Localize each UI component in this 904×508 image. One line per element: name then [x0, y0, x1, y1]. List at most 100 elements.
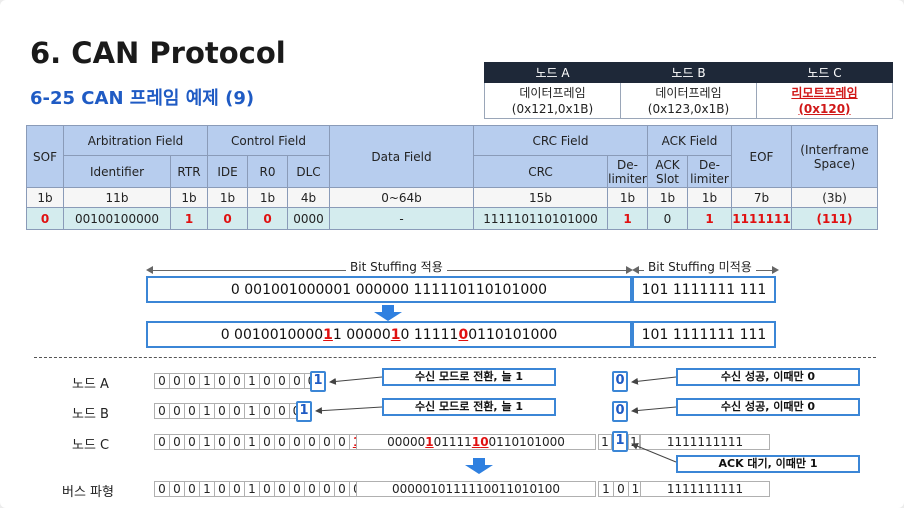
bit-cell: 0: [229, 434, 244, 450]
crc-part: 0110101000: [488, 435, 565, 449]
page-title: 6. CAN Protocol: [30, 36, 286, 70]
value-cell: 0: [647, 207, 688, 230]
crc-stuff-bit: 1: [471, 435, 481, 449]
node-a-header: 노드 A: [484, 62, 621, 83]
after-stuffing-tail-box: 101 1111111 111: [632, 321, 776, 348]
stuff-bit: 1: [390, 326, 401, 343]
node-a-label: 노드 A: [72, 377, 109, 392]
value-cell: 0000: [287, 207, 330, 230]
bit-cell: 0: [214, 403, 229, 419]
bit-cell: 0: [214, 373, 229, 389]
stuff-bit: 0: [458, 326, 469, 343]
page-subtitle: 6-25 CAN 프레임 예제 (9): [30, 88, 255, 109]
data-field-header: Data Field: [329, 125, 474, 188]
bit-cell: 0: [154, 373, 169, 389]
node-a-cell: 데이터프레임 (0x121,0x1B): [484, 82, 621, 119]
bit-cell: 0: [274, 434, 289, 450]
node-b-label: 노드 B: [72, 407, 109, 422]
bit-cell: 0: [259, 373, 274, 389]
node-b-cell: 데이터프레임 (0x123,0x1B): [620, 82, 757, 119]
identifier-header: Identifier: [63, 155, 171, 188]
interframe-header: (Interframe Space): [791, 125, 878, 188]
bit-cell: 0: [613, 481, 628, 497]
before-stuffing-tail-box: 101 1111111 111: [632, 276, 776, 303]
bit-cell: 0: [319, 481, 334, 497]
value-cell: 1: [170, 207, 208, 230]
node-c-eof: 1111111111: [640, 434, 770, 450]
bit-cell: 0: [214, 481, 229, 497]
stuff-bit: 1: [323, 326, 333, 343]
bit-cell: 1: [628, 481, 643, 497]
after-part: 1 00000: [332, 326, 391, 343]
stuffing-applied-label: Bit Stuffing 적용: [346, 258, 447, 275]
node-c-crc-delim: 1: [598, 434, 612, 450]
value-cell: 111110110101000: [473, 207, 608, 230]
node-c-label: 노드 C: [72, 438, 110, 453]
bit-cell: 1: [244, 481, 259, 497]
bit-cell: 1: [199, 373, 214, 389]
value-cell: 00100100000: [63, 207, 171, 230]
bit-cell: 0: [154, 481, 169, 497]
arrow-head-left-2: [632, 266, 639, 274]
size-cell: 7b: [731, 187, 792, 208]
crc-part: 01111: [433, 435, 472, 449]
bit-cell: 0: [169, 481, 184, 497]
bit-cell: 0: [289, 481, 304, 497]
node-a-ack-bit: 0: [612, 371, 628, 392]
bit-cell: 0: [229, 403, 244, 419]
bus-waveform-label: 버스 파형: [62, 485, 114, 500]
crc-stuff-bit: 0: [480, 435, 489, 449]
bit-cell: 1: [199, 481, 214, 497]
arrow-head-right: [626, 266, 633, 274]
bit-cell: 0: [334, 434, 349, 450]
bit-cell: 0: [214, 434, 229, 450]
bit-cell: 1: [598, 481, 613, 497]
size-cell: 1b: [647, 187, 688, 208]
bit-cell: 0: [229, 373, 244, 389]
dlc-header: DLC: [287, 155, 330, 188]
arbitration-header: Arbitration Field: [63, 125, 208, 156]
bit-cell: 0: [169, 403, 184, 419]
value-cell: 1: [687, 207, 732, 230]
bit-cell: 0: [184, 373, 199, 389]
callout-node-b-ok: 수신 성공, 이때만 0: [676, 398, 860, 416]
size-cell: 4b: [287, 187, 330, 208]
node-b-type: 데이터프레임: [655, 85, 722, 100]
ack-field-header: ACK Field: [647, 125, 732, 156]
rtr-header: RTR: [170, 155, 208, 188]
bit-cell: 1: [199, 434, 214, 450]
crc-stuff-bit: 1: [425, 435, 434, 449]
bit-cell: 0: [274, 403, 289, 419]
bit-cell: 0: [184, 434, 199, 450]
node-a-id: (0x121,0x1B): [511, 101, 594, 116]
crc-part: 00000: [387, 435, 426, 449]
bit-cell: 0: [304, 481, 319, 497]
value-cell: (111): [791, 207, 878, 230]
callout-node-c-ack: ACK 대기, 이때만 1: [676, 455, 860, 473]
size-cell: (3b): [791, 187, 878, 208]
bit-cell: 0: [319, 434, 334, 450]
value-cell: 1: [607, 207, 648, 230]
node-c-type: 리모트프레임: [791, 85, 858, 100]
bit-cell: 0: [289, 373, 304, 389]
bit-cell: 0: [274, 481, 289, 497]
bit-cell: 1: [244, 373, 259, 389]
control-header: Control Field: [207, 125, 330, 156]
bit-cell: 0: [274, 373, 289, 389]
bit-cell: 0: [154, 403, 169, 419]
bit-cell: 0: [169, 434, 184, 450]
bit-cell: 0: [259, 481, 274, 497]
bit-cell: 1: [244, 434, 259, 450]
node-c-cell: 리모트프레임 (0x120): [756, 82, 893, 119]
arrow-head-right-2: [772, 266, 779, 274]
callout-node-a-ok: 수신 성공, 이때만 0: [676, 368, 860, 386]
bit-cell: 1: [199, 403, 214, 419]
node-c-header: 노드 C: [756, 62, 893, 83]
size-cell: 1b: [26, 187, 64, 208]
divider: [34, 357, 876, 358]
can-frame-table: SOF Arbitration Field Control Field Data…: [26, 125, 878, 230]
bit-cell: 1: [244, 403, 259, 419]
down-arrow-icon-2: [465, 458, 493, 474]
